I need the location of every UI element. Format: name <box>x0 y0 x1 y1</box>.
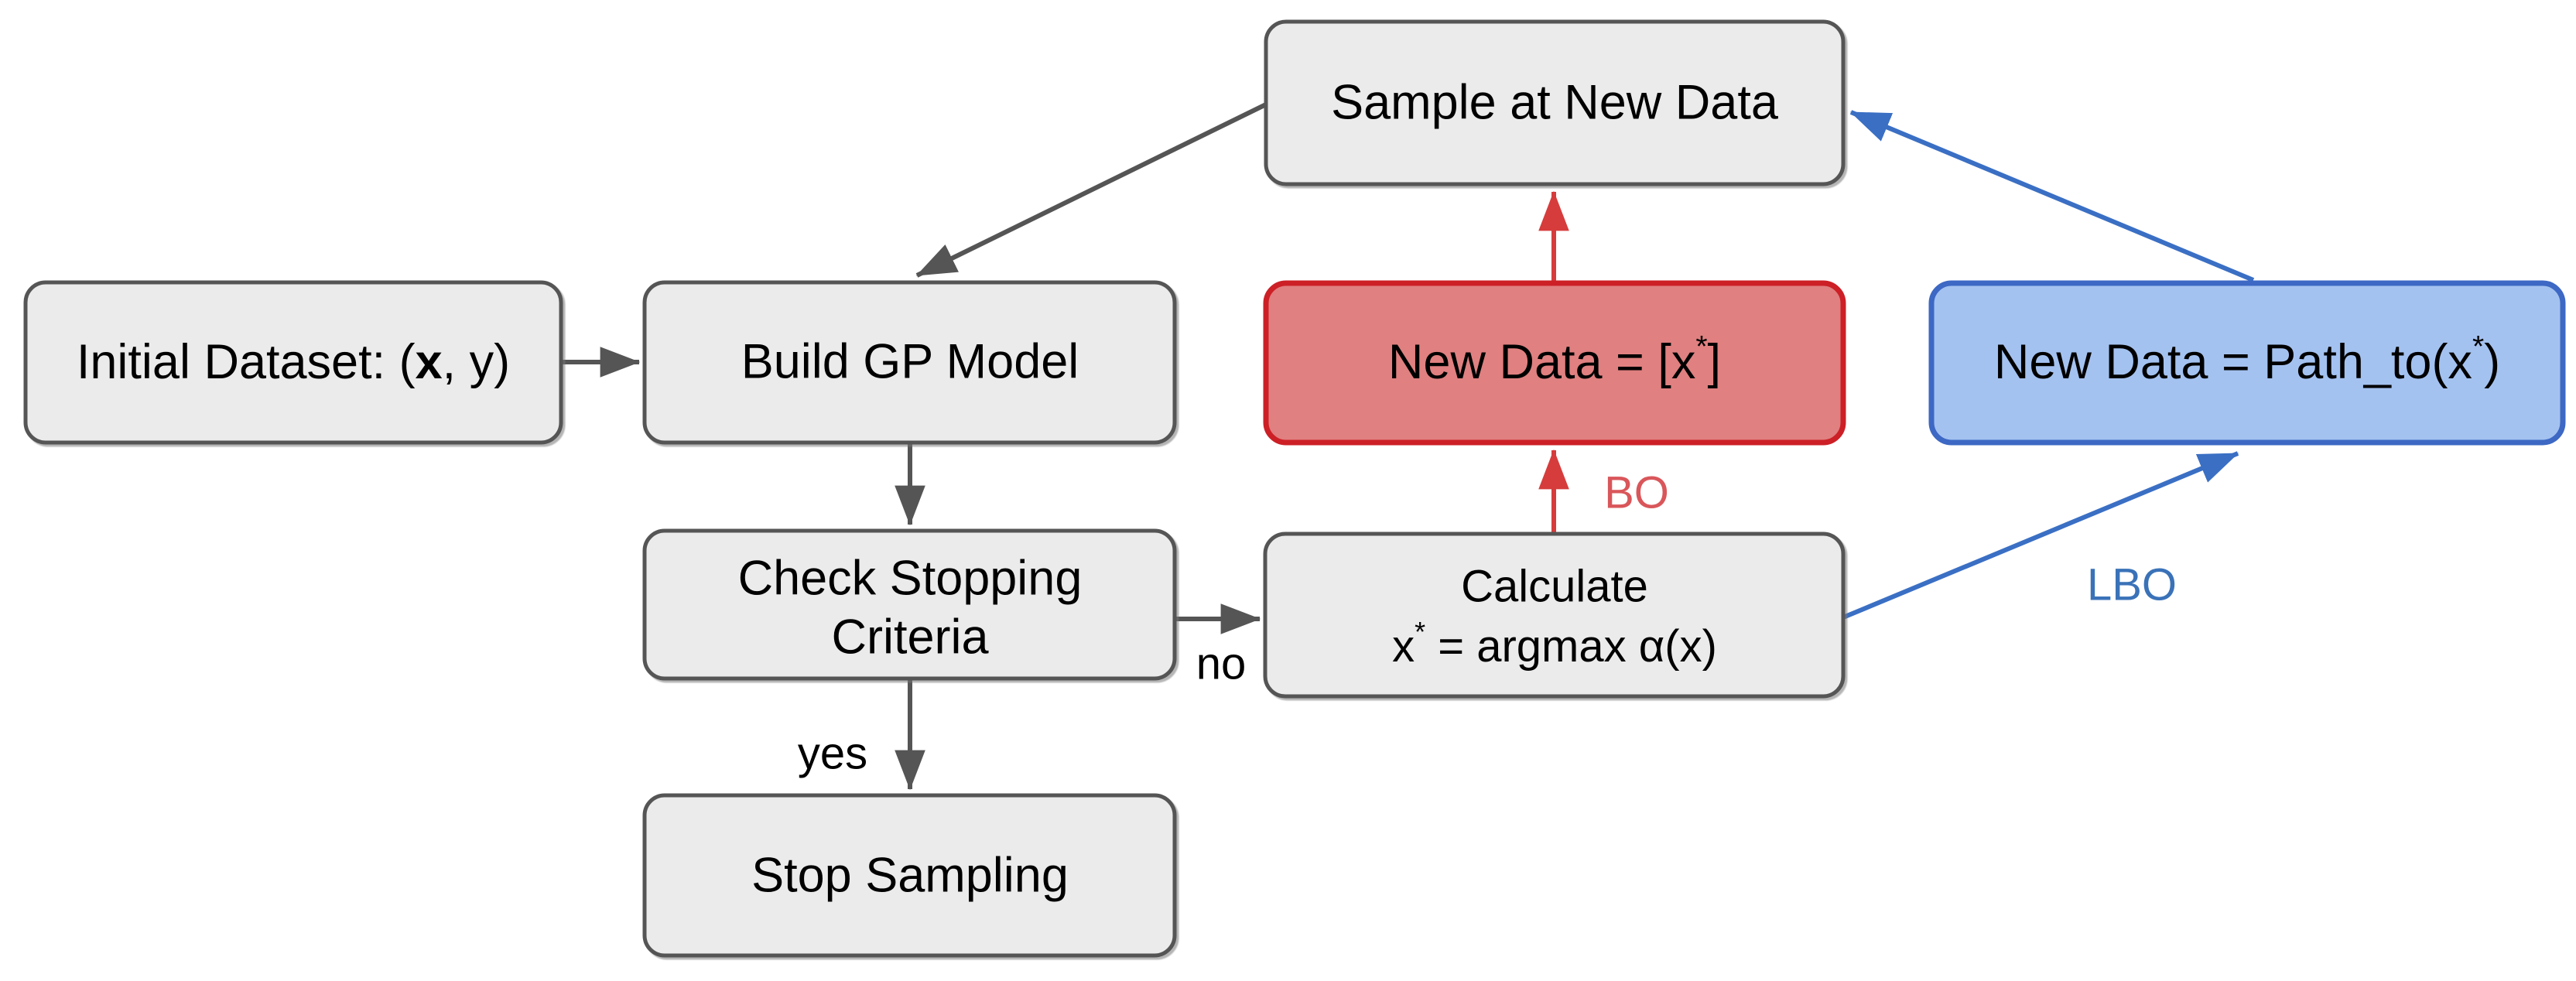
calculate-label-line2: x* = argmax α(x) <box>1392 616 1717 672</box>
calculate-label-expr: = argmax α(x) <box>1425 621 1717 672</box>
new-data-bo-label: New Data = [x*] <box>1388 330 1721 389</box>
edge-label-yes: yes <box>798 728 867 778</box>
edge-label-lbo: LBO <box>2087 559 2177 610</box>
new-data-bo-label-pre: New Data = [x <box>1388 335 1695 389</box>
new-data-bo-box[interactable] <box>1263 280 1846 446</box>
new-data-lbo-label-post: ) <box>2484 335 2500 389</box>
edge-sample-to-build-gp <box>915 102 1267 278</box>
stop-sampling-node[interactable]: Stop Sampling <box>642 793 1177 958</box>
check-stopping-criteria-label-line1: Check Stopping <box>738 552 1083 606</box>
initial-dataset-node[interactable]: Initial Dataset: (x, y) <box>23 280 563 445</box>
build-gp-model-box[interactable] <box>642 280 1177 445</box>
calculate-label-star: * <box>1415 616 1425 648</box>
edge-calculate-to-new-data-lbo <box>1842 451 2239 620</box>
initial-dataset-label: Initial Dataset: (x, y) <box>77 335 510 389</box>
check-stopping-criteria-box[interactable] <box>642 528 1177 681</box>
initial-dataset-box[interactable] <box>23 280 563 445</box>
new-data-bo-label-post: ] <box>1708 335 1722 389</box>
new-data-lbo-box[interactable] <box>1928 280 2566 446</box>
sample-at-new-data-node[interactable]: Sample at New Data <box>1264 19 1846 186</box>
calculate-label-x: x <box>1392 621 1415 672</box>
initial-dataset-label-var: x <box>416 335 443 389</box>
edge-new-data-lbo-to-sample <box>1849 110 2255 282</box>
check-stopping-criteria-node[interactable]: Check Stopping Criteria <box>642 528 1177 681</box>
stop-sampling-label: Stop Sampling <box>751 849 1069 903</box>
sample-at-new-data-box[interactable] <box>1264 19 1846 186</box>
stop-sampling-box[interactable] <box>642 793 1177 958</box>
new-data-lbo-node[interactable]: New Data = Path_to(x*) <box>1928 280 2566 446</box>
initial-dataset-label-post: , y) <box>443 335 511 389</box>
calculate-box[interactable] <box>1263 532 1846 699</box>
calculate-node[interactable]: Calculate x* = argmax α(x) <box>1263 532 1846 699</box>
calculate-label-line1: Calculate <box>1461 561 1648 611</box>
new-data-bo-label-star: * <box>1695 330 1707 364</box>
edge-label-no: no <box>1196 638 1247 689</box>
build-gp-model-node[interactable]: Build GP Model <box>642 280 1177 445</box>
new-data-lbo-label-pre: New Data = Path_to(x <box>1994 335 2472 389</box>
new-data-lbo-label-star: * <box>2472 330 2484 364</box>
edge-label-bo: BO <box>1604 467 1669 518</box>
new-data-bo-node[interactable]: New Data = [x*] <box>1263 280 1846 446</box>
sample-at-new-data-label: Sample at New Data <box>1331 76 1779 130</box>
initial-dataset-label-pre: Initial Dataset: ( <box>77 335 416 389</box>
build-gp-model-label: Build GP Model <box>741 335 1079 389</box>
check-stopping-criteria-label-line2: Criteria <box>831 610 989 665</box>
new-data-lbo-label: New Data = Path_to(x*) <box>1994 330 2500 389</box>
